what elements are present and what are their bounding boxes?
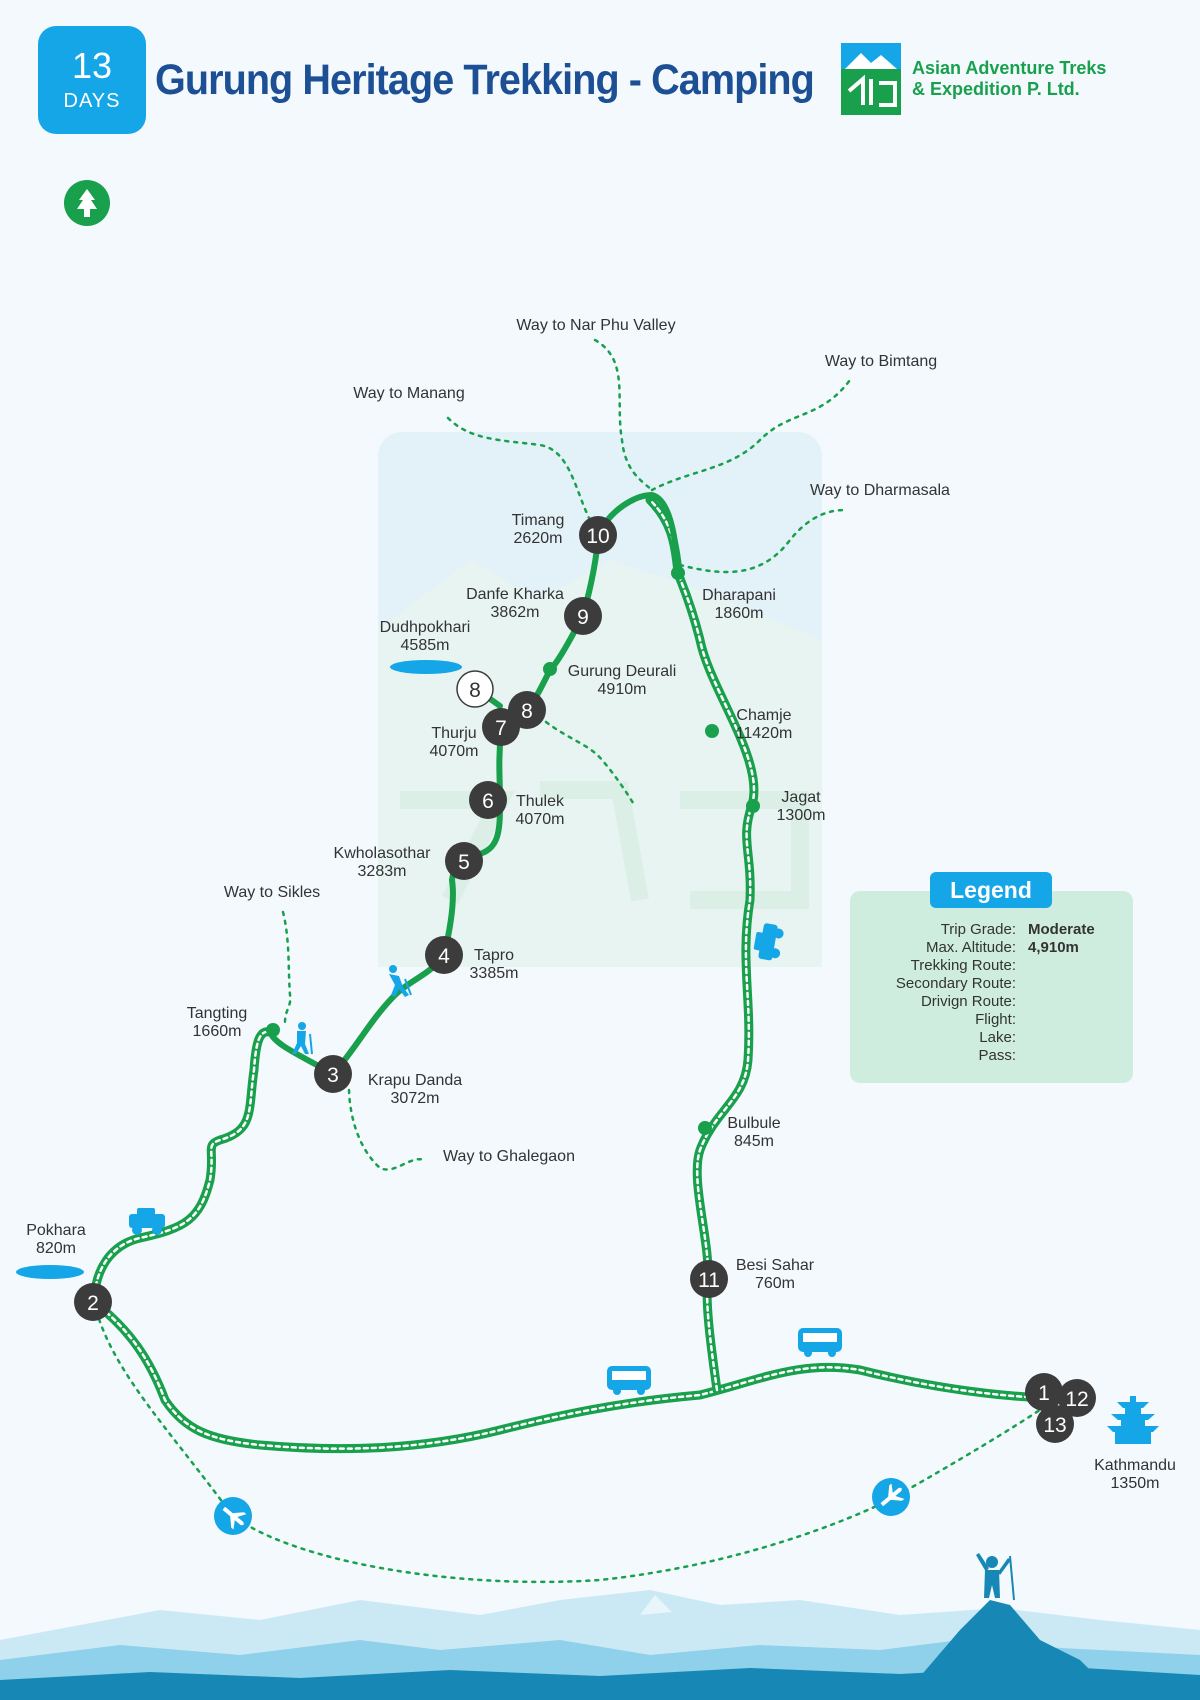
- mountain-logo-icon: [841, 43, 901, 115]
- stop-marker: 1: [1025, 1373, 1063, 1411]
- svg-text:6: 6: [482, 790, 494, 813]
- legend-max-altitude-label: Max. Altitude:: [925, 939, 1016, 956]
- secondary-routes: [92, 338, 1054, 1584]
- svg-text:5: 5: [458, 851, 470, 874]
- svg-text:11: 11: [698, 1269, 720, 1292]
- legend-title: Legend: [930, 872, 1052, 908]
- company-name-line2: & Expedition P. Ltd.: [912, 79, 1080, 99]
- svg-text:13: 13: [1043, 1414, 1066, 1437]
- stop-marker: 2: [74, 1283, 112, 1321]
- legend-trekking-route-label: Trekking Route:: [910, 957, 1016, 974]
- stop-marker: 4: [425, 936, 463, 974]
- tree-icon: [64, 180, 110, 226]
- stop-marker: 8: [508, 691, 546, 729]
- legend-panel: [850, 891, 1133, 1083]
- mountain-silhouette: [0, 1590, 1200, 1700]
- bus-icon: [607, 1366, 651, 1395]
- svg-text:9: 9: [577, 606, 589, 629]
- stop-marker: 3: [314, 1055, 352, 1093]
- waypoint-dots: [266, 566, 760, 1135]
- svg-text:3: 3: [327, 1064, 339, 1087]
- stop-marker: 8: [456, 670, 494, 708]
- legend-trip-grade-label: Trip Grade:: [940, 921, 1016, 938]
- svg-text:8: 8: [521, 700, 533, 723]
- page-title: Gurung Heritage Trekking - Camping: [155, 56, 815, 104]
- airplane-icon: [214, 1497, 252, 1535]
- legend-driving-route-label: Drivign Route:: [920, 993, 1016, 1010]
- temple-icon: [1107, 1396, 1159, 1444]
- way-bimtang-label: Way to Bimtang: [825, 353, 937, 370]
- stop-marker: 13: [1036, 1405, 1074, 1443]
- svg-text:12: 12: [1065, 1388, 1088, 1411]
- company-name-line1: Asian Adventure Treks: [912, 58, 1107, 78]
- svg-text:8: 8: [469, 679, 481, 702]
- stop-marker: 10: [579, 516, 617, 554]
- stop-marker: 6: [469, 781, 507, 819]
- svg-text:1: 1: [1038, 1382, 1050, 1405]
- way-sikles-label: Way to Sikles: [224, 884, 320, 901]
- summit-person-icon: [976, 1553, 1015, 1601]
- svg-text:7: 7: [495, 717, 507, 740]
- company-name: Asian Adventure Treks & Expedition P. Lt…: [912, 58, 1106, 100]
- days-badge: 13 DAYS: [38, 26, 146, 134]
- legend-trip-grade-value: Moderate: [1028, 921, 1095, 938]
- stop-marker: 9: [564, 597, 602, 635]
- legend-max-altitude-value: 4,910m: [1028, 939, 1079, 956]
- way-manang-label: Way to Manang: [353, 385, 464, 402]
- days-unit: DAYS: [63, 90, 121, 112]
- legend-secondary-route-label: Secondary Route:: [895, 975, 1016, 992]
- hiker-icon: [292, 1022, 313, 1055]
- stop-marker: 5: [445, 842, 483, 880]
- svg-text:4: 4: [438, 945, 450, 968]
- legend-flight-label: Flight:: [975, 1011, 1016, 1028]
- days-number: 13: [71, 45, 113, 86]
- hiker-icon: [389, 965, 412, 997]
- way-nar-phu-label: Way to Nar Phu Valley: [516, 317, 675, 334]
- jeep-icon: [129, 1208, 165, 1235]
- way-dharmasala-label: Way to Dharmasala: [810, 482, 950, 499]
- legend-pass-label: Pass:: [978, 1047, 1016, 1064]
- watermark-logo: [378, 432, 822, 967]
- stop-marker: 12: [1058, 1379, 1096, 1417]
- svg-text:10: 10: [586, 525, 609, 548]
- legend-lake-label: Lake:: [979, 1029, 1016, 1046]
- airplane-icon: [872, 1478, 910, 1516]
- lake-icon: [16, 1265, 84, 1279]
- way-ghalegaon-label: Way to Ghalegaon: [443, 1148, 575, 1165]
- stop-marker: 11: [690, 1260, 728, 1298]
- svg-text:2: 2: [87, 1292, 99, 1315]
- driving-routes: [89, 495, 1050, 1454]
- bus-icon: [798, 1328, 842, 1357]
- jeep-icon: [753, 923, 784, 961]
- lake-icon: [390, 660, 462, 674]
